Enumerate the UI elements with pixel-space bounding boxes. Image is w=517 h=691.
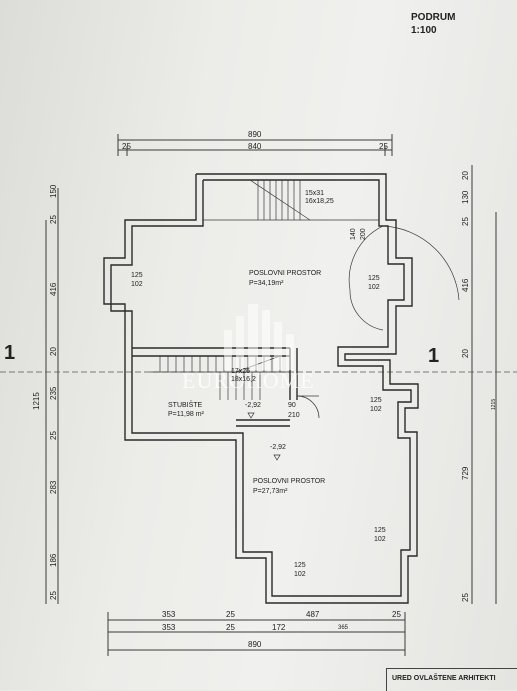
door-mid-width: 90 — [288, 402, 296, 409]
dim-left-seg-3: 20 — [49, 347, 58, 356]
stair-mid-label-2: 18x16,2 — [231, 376, 256, 383]
sheet-title: PODRUM — [411, 12, 456, 23]
window-1-w: 125 — [131, 272, 143, 279]
dim-bottom-overall: 890 — [248, 640, 262, 649]
window-4-h: 102 — [374, 536, 386, 543]
level-mark-2: -2,92 — [270, 444, 286, 451]
room-2-name: STUBIŠTE — [168, 402, 203, 409]
title-block-text: URED OVLAŠTENE ARHITEKTI — [392, 675, 496, 682]
dim-left-seg-2: 416 — [49, 282, 58, 296]
level-markers — [247, 412, 281, 461]
dim-bottom-r2-0: 353 — [162, 623, 176, 632]
dim-bottom-r1-3: 25 — [392, 610, 401, 619]
dim-bottom-r1-2: 487 — [306, 610, 320, 619]
dim-right-seg-1: 130 — [461, 190, 470, 204]
dim-top-right-wall: 25 — [379, 142, 388, 151]
window-5-h: 102 — [294, 571, 306, 578]
sheet-scale: 1:100 — [411, 25, 437, 36]
window-4-w: 125 — [374, 527, 386, 534]
dim-left-seg-5: 25 — [49, 431, 58, 440]
room-3-name: POSLOVNI PROSTOR — [253, 478, 326, 485]
dim-top-overall: 890 — [248, 130, 262, 139]
dim-top-left-wall: 25 — [122, 142, 131, 151]
door-swings — [296, 225, 460, 419]
dim-right-seg-2: 25 — [461, 217, 470, 226]
dim-right-overall: 1215 — [491, 398, 497, 410]
dim-left-seg-1: 25 — [49, 215, 58, 224]
section-mark-right: 1 — [428, 345, 440, 367]
room-1-name: POSLOVNI PROSTOR — [249, 270, 322, 277]
room-3-area: P=27,73m² — [253, 488, 288, 495]
stair-top-label-1: 15x31 — [305, 190, 325, 197]
window-2-h: 102 — [368, 284, 380, 291]
dim-left-overall: 1215 — [32, 392, 41, 410]
stair-top-label-2: 16x18,25 — [305, 198, 334, 205]
door-top-height: 200 — [360, 228, 367, 240]
door-mid-height: 210 — [288, 412, 300, 419]
section-mark-left: 1 — [4, 342, 16, 364]
room-2-area: P=11,98 m² — [168, 411, 204, 418]
dim-left-seg-8: 25 — [49, 591, 58, 600]
stair-mid-label-1: 17x26 — [231, 368, 251, 375]
dim-bottom-r1-1: 25 — [226, 610, 235, 619]
watermark-text: EUROHOME — [182, 368, 315, 393]
window-5-w: 125 — [294, 562, 306, 569]
dim-bottom-r2-1: 25 — [226, 623, 235, 632]
title-block: URED OVLAŠTENE ARHITEKTI — [386, 668, 517, 691]
door-top-width: 140 — [350, 228, 357, 240]
level-mark-1: -2,92 — [245, 402, 261, 409]
dim-left-seg-0: 150 — [49, 184, 58, 198]
stair-top-treads — [203, 179, 379, 221]
window-3-w: 125 — [370, 397, 382, 404]
dim-right-seg-5: 729 — [461, 466, 470, 480]
dim-left-seg-6: 283 — [49, 480, 58, 494]
dim-left-seg-4: 235 — [49, 386, 58, 400]
dim-bottom-r2-3: 365 — [338, 625, 349, 631]
dim-right-seg-0: 20 — [461, 171, 470, 180]
dim-top-inner: 840 — [248, 142, 262, 151]
dim-bottom-r2-2: 172 — [272, 623, 286, 632]
window-3-h: 102 — [370, 406, 382, 413]
dim-right-seg-6: 25 — [461, 593, 470, 602]
window-1-h: 102 — [131, 281, 143, 288]
watermark: EUROHOME — [182, 300, 330, 400]
dim-left-seg-7: 186 — [49, 553, 58, 567]
window-2-w: 125 — [368, 275, 380, 282]
dim-right-seg-4: 20 — [461, 349, 470, 358]
dim-bottom-r1-0: 353 — [162, 610, 176, 619]
room-1-area: P=34,19m² — [249, 280, 284, 287]
dim-right-seg-3: 416 — [461, 278, 470, 292]
